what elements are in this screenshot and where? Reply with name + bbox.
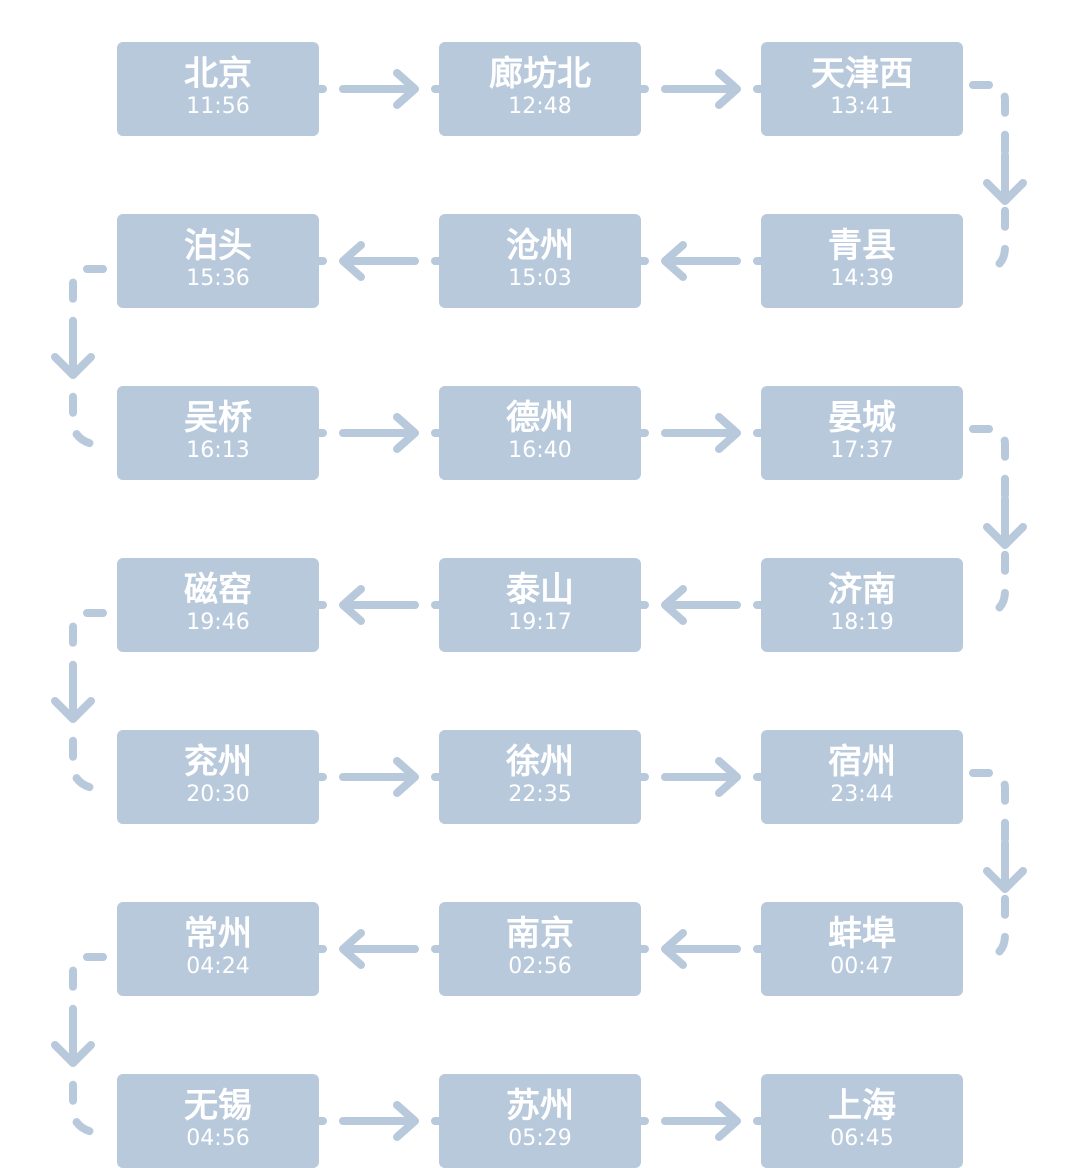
down-arrow-icon xyxy=(983,839,1027,893)
station-time: 22:35 xyxy=(508,782,572,807)
station-name: 德州 xyxy=(506,398,574,438)
dashed-connector xyxy=(969,81,1009,275)
right-arrow-icon xyxy=(661,1101,741,1141)
station-name: 兖州 xyxy=(184,742,252,782)
station-name: 吴桥 xyxy=(184,398,252,438)
station-time: 19:46 xyxy=(186,610,250,635)
station-time: 15:36 xyxy=(186,266,250,291)
right-arrow-icon xyxy=(339,1101,419,1141)
station-name: 无锡 xyxy=(184,1086,252,1126)
down-arrow-icon xyxy=(51,325,95,379)
station-name: 宿州 xyxy=(828,742,896,782)
right-arrow-icon xyxy=(339,757,419,797)
station-name: 青县 xyxy=(828,226,896,266)
station-name: 上海 xyxy=(828,1086,896,1126)
left-arrow-icon xyxy=(339,929,419,969)
station-name: 沧州 xyxy=(506,226,574,266)
station-name: 北京 xyxy=(184,54,252,94)
right-arrow-icon xyxy=(339,413,419,453)
station-name: 苏州 xyxy=(506,1086,574,1126)
station-name: 南京 xyxy=(506,914,574,954)
station-time: 04:24 xyxy=(186,954,250,979)
right-arrow-icon xyxy=(661,413,741,453)
station-time: 14:39 xyxy=(830,266,894,291)
down-arrow-icon xyxy=(51,669,95,723)
right-arrow-icon xyxy=(661,757,741,797)
left-arrow-icon xyxy=(661,929,741,969)
station-time: 15:03 xyxy=(508,266,572,291)
station-name: 常州 xyxy=(184,914,252,954)
station-time: 13:41 xyxy=(830,94,894,119)
station-time: 02:56 xyxy=(508,954,572,979)
down-arrow-icon xyxy=(983,495,1027,549)
station-time: 19:17 xyxy=(508,610,572,635)
station-name: 济南 xyxy=(828,570,896,610)
left-arrow-icon xyxy=(661,585,741,625)
station-time: 11:56 xyxy=(186,94,250,119)
station-time: 04:56 xyxy=(186,1126,250,1151)
dashed-connector xyxy=(69,265,107,449)
right-arrow-icon xyxy=(339,69,419,109)
dashed-connector xyxy=(69,609,107,793)
station-name: 蚌埠 xyxy=(828,914,896,954)
station-time: 16:13 xyxy=(186,438,250,463)
left-arrow-icon xyxy=(661,241,741,281)
down-arrow-icon xyxy=(51,1013,95,1067)
station-name: 徐州 xyxy=(506,742,574,782)
right-arrow-icon xyxy=(661,69,741,109)
dashed-connector xyxy=(969,769,1009,963)
left-arrow-icon xyxy=(339,241,419,281)
station-time: 17:37 xyxy=(830,438,894,463)
station-time: 20:30 xyxy=(186,782,250,807)
station-name: 廊坊北 xyxy=(489,54,591,94)
station-time: 18:19 xyxy=(830,610,894,635)
station-name: 泊头 xyxy=(184,226,252,266)
station-time: 16:40 xyxy=(508,438,572,463)
down-arrow-icon xyxy=(983,151,1027,205)
station-name: 天津西 xyxy=(811,54,913,94)
connector-layer xyxy=(51,69,1027,1141)
left-arrow-icon xyxy=(339,585,419,625)
station-time: 12:48 xyxy=(508,94,572,119)
station-time: 05:29 xyxy=(508,1126,572,1151)
station-time: 23:44 xyxy=(830,782,894,807)
station-name: 晏城 xyxy=(828,398,896,438)
station-time: 06:45 xyxy=(830,1126,894,1151)
dashed-connector xyxy=(969,425,1009,619)
station-name: 泰山 xyxy=(506,570,574,610)
dashed-connector xyxy=(69,953,107,1137)
station-time: 00:47 xyxy=(830,954,894,979)
station-name: 磁窑 xyxy=(184,570,252,610)
